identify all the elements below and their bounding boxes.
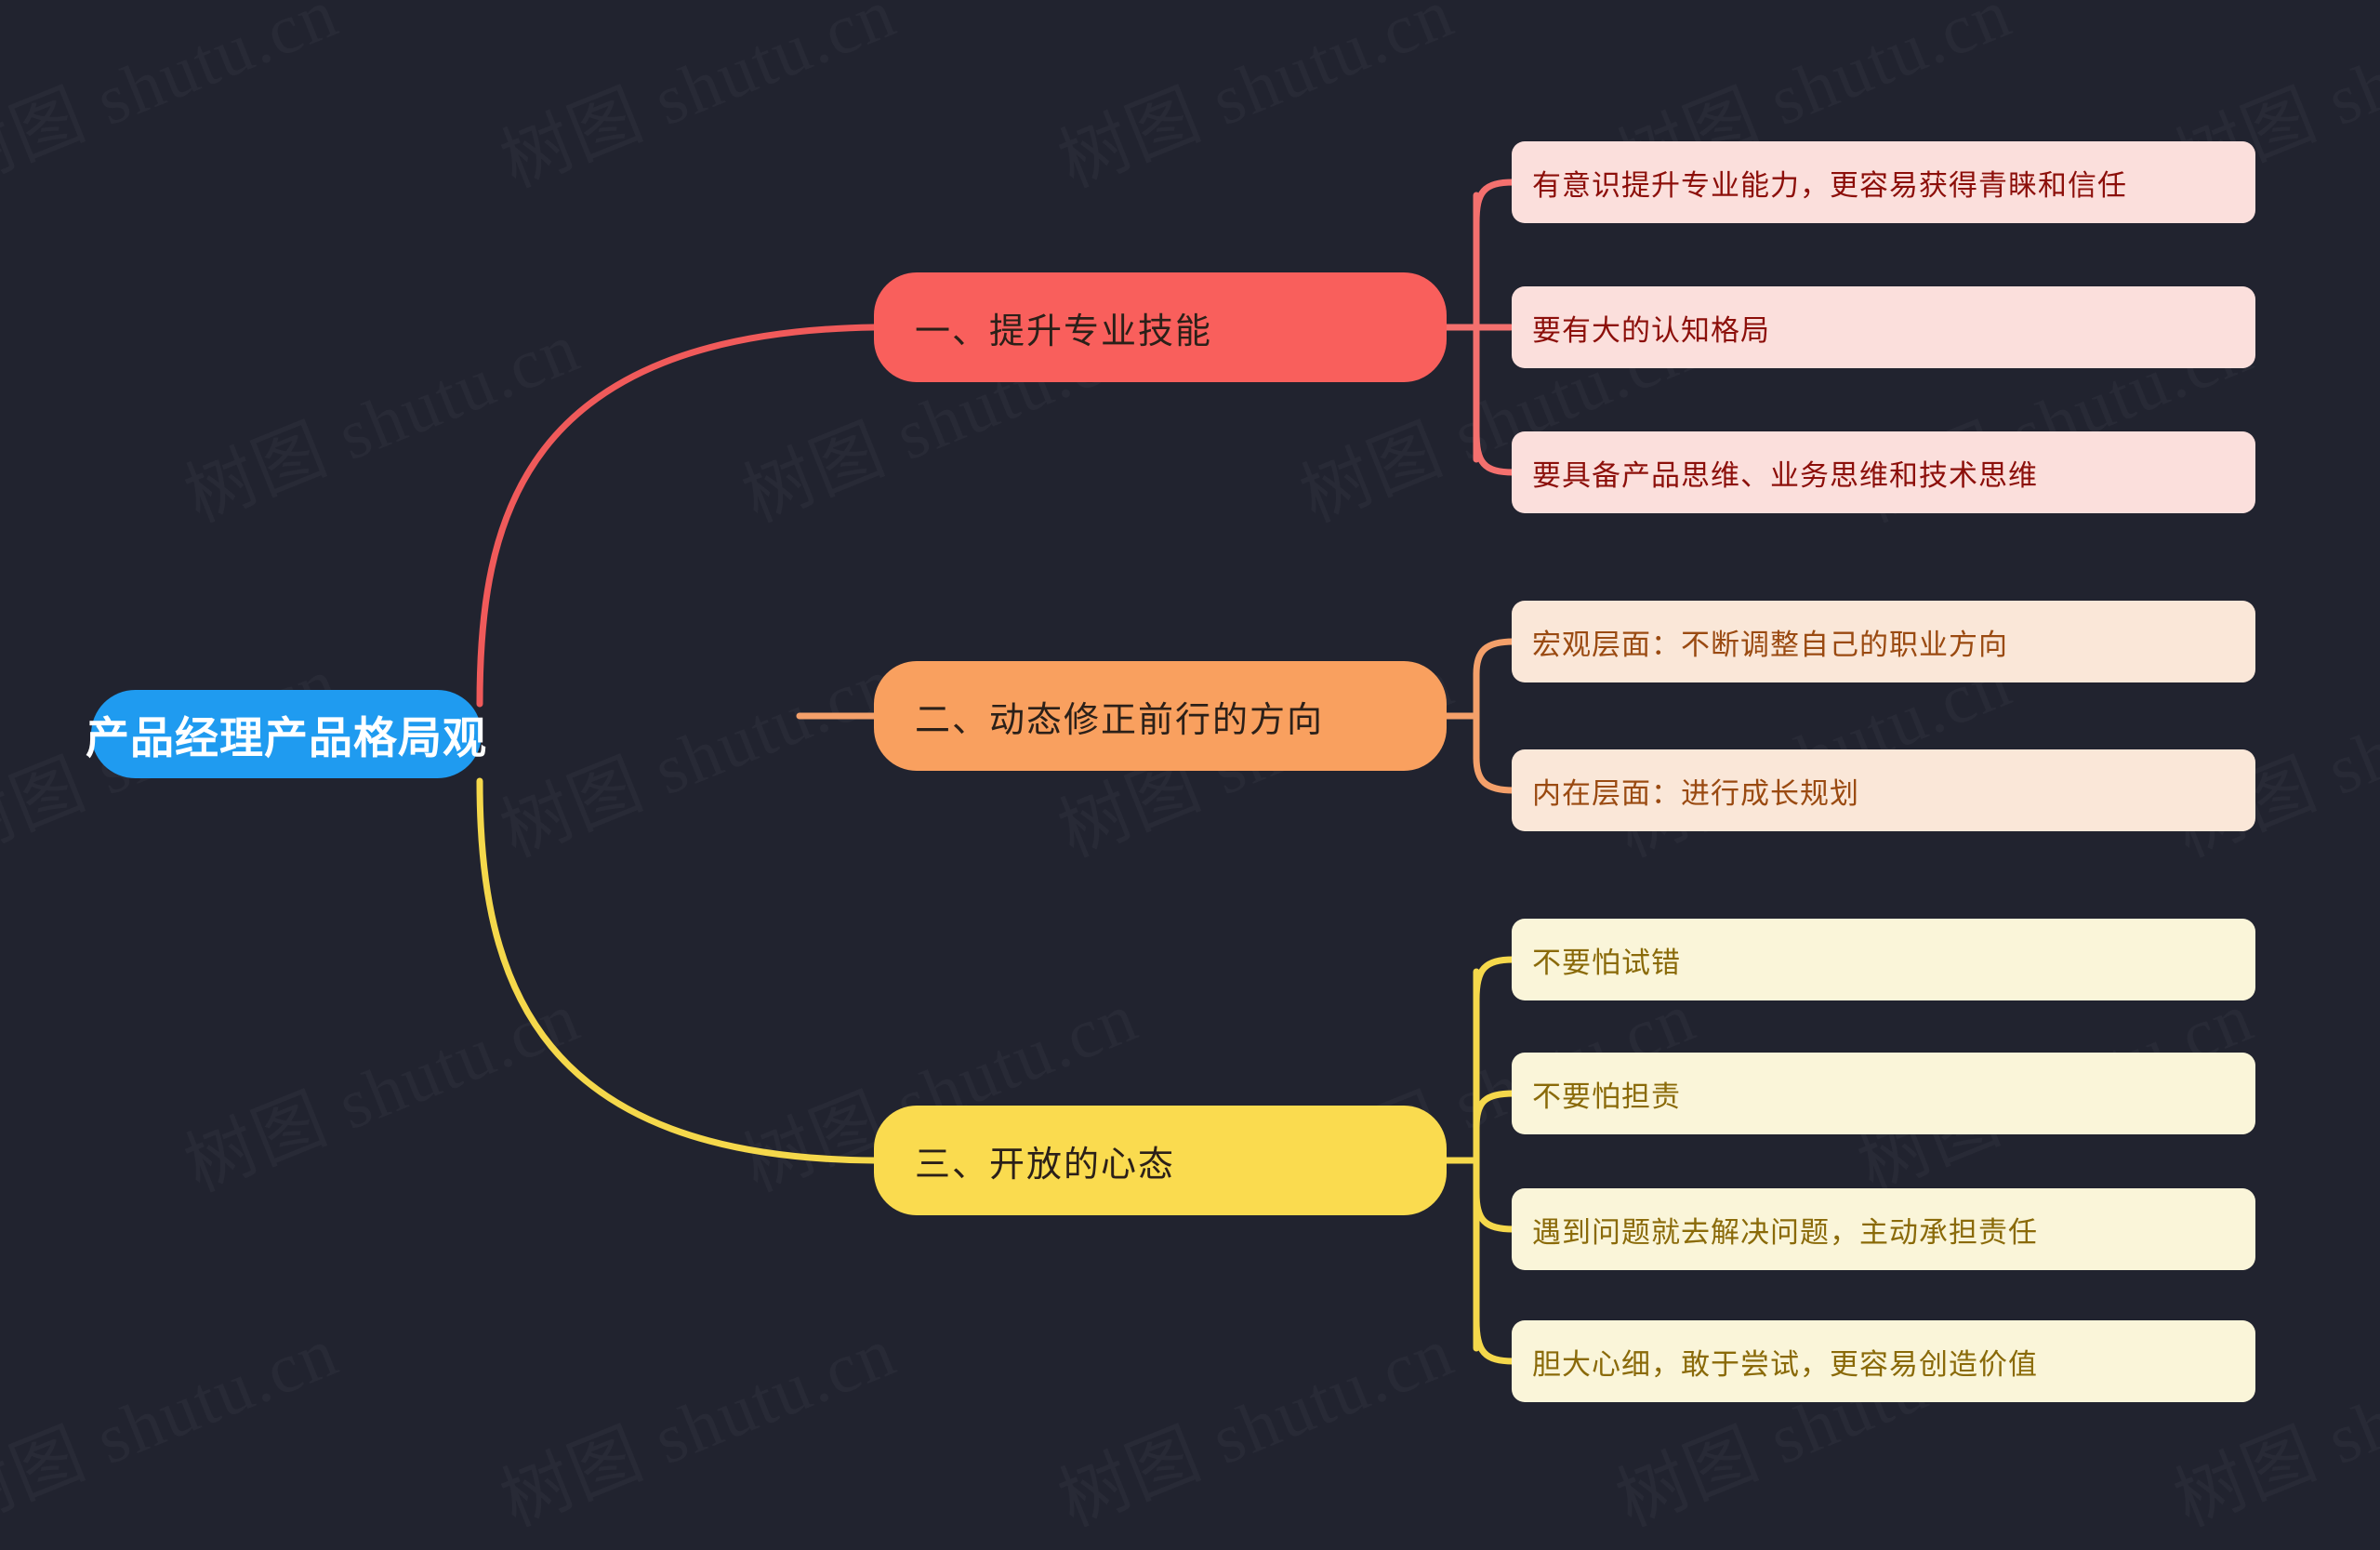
branch-node-3[interactable]: 三、开放的心态: [874, 1106, 1447, 1215]
leaf-node-1-1-label: 有意识提升专业能力，更容易获得青睐和信任: [1532, 168, 2127, 202]
link-root-branch-3: [476, 777, 878, 1164]
leaf-node-3-2[interactable]: 不要怕担责: [1512, 1053, 2255, 1134]
leaf-node-1-1[interactable]: 有意识提升专业能力，更容易获得青睐和信任: [1512, 141, 2255, 223]
leaf-node-3-1-label: 不要怕试错: [1532, 946, 1681, 979]
watermark-text: 树图 shutu.cn: [167, 290, 592, 541]
leaf-node-1-3-label: 要具备产品思维、业务思维和技术思维: [1532, 458, 2038, 492]
leaf-node-3-2-label: 不要怕担责: [1532, 1080, 1681, 1113]
link-group-branch-2: [1443, 638, 1517, 794]
leaf-node-3-1[interactable]: 不要怕试错: [1512, 919, 2255, 1000]
watermark-text: 树图 shutu.cn: [1041, 1294, 1466, 1545]
link-group-branch-3: [1443, 956, 1517, 1365]
link-group-branch-1: [1443, 179, 1517, 476]
leaf-node-1-3[interactable]: 要具备产品思维、业务思维和技术思维: [1512, 431, 2255, 513]
leaf-node-1-2[interactable]: 要有大的认知格局: [1512, 286, 2255, 368]
branch-node-1-label: 一、提升专业技能: [915, 311, 1213, 351]
watermark-text: 树图 shutu.cn: [0, 1294, 350, 1545]
watermark-text: 树图 shutu.cn: [167, 960, 592, 1211]
root-node-label: 产品经理产品格局观: [86, 713, 487, 762]
link-root-branch-1: [476, 324, 878, 708]
branch-node-2-label: 二、动态修正前行的方向: [915, 700, 1325, 740]
leaf-node-3-4-label: 胆大心细，敢于尝试，更容易创造价值: [1532, 1347, 2038, 1381]
branch-node-2[interactable]: 二、动态修正前行的方向: [874, 661, 1447, 771]
watermark-text: 树图 shutu.cn: [483, 625, 908, 876]
watermark-text: 树图 shutu.cn: [483, 1294, 908, 1545]
root-node[interactable]: 产品经理产品格局观: [86, 690, 486, 778]
watermark-text: 树图 shutu.cn: [0, 0, 350, 206]
watermark-text: 树图 shutu.cn: [1041, 0, 1466, 206]
leaf-node-3-3-label: 遇到问题就去解决问题，主动承担责任: [1532, 1215, 2038, 1249]
watermark-text: 树图 shutu.cn: [483, 0, 908, 206]
branch-node-3-label: 三、开放的心态: [915, 1145, 1176, 1185]
leaf-node-2-1[interactable]: 宏观层面：不断调整自己的职业方向: [1512, 601, 2255, 682]
leaf-node-2-1-label: 宏观层面：不断调整自己的职业方向: [1532, 628, 2008, 661]
leaf-node-2-2-label: 内在层面：进行成长规划: [1532, 776, 1859, 810]
leaf-node-1-2-label: 要有大的认知格局: [1532, 313, 1770, 347]
branch-node-1[interactable]: 一、提升专业技能: [874, 272, 1447, 382]
leaf-node-3-4[interactable]: 胆大心细，敢于尝试，更容易创造价值: [1512, 1320, 2255, 1402]
leaf-node-3-3[interactable]: 遇到问题就去解决问题，主动承担责任: [1512, 1188, 2255, 1270]
leaf-node-2-2[interactable]: 内在层面：进行成长规划: [1512, 749, 2255, 831]
